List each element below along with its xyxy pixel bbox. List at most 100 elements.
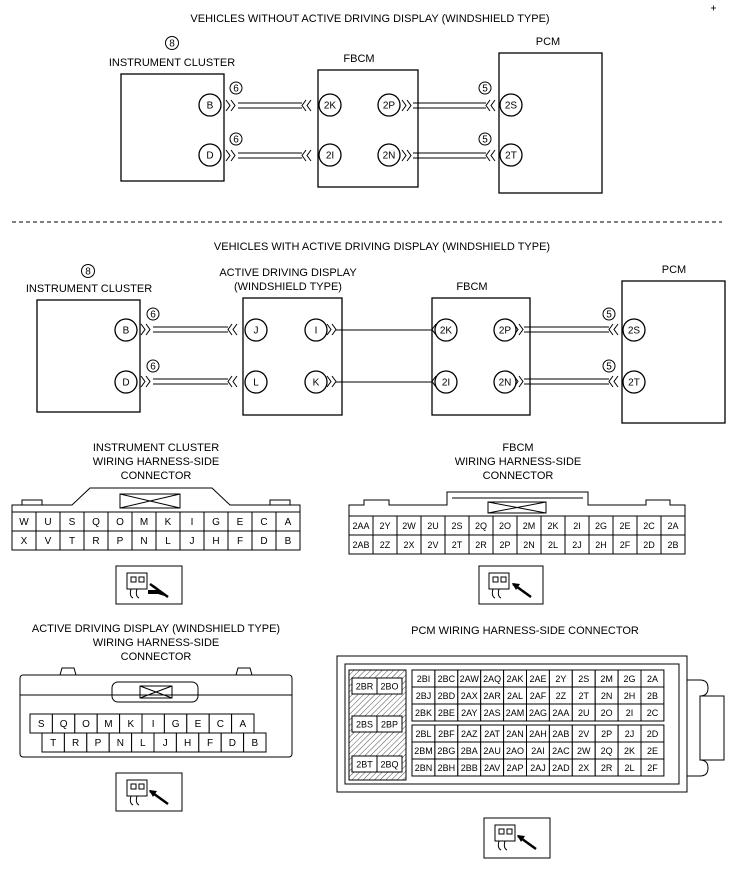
pin-cell: X — [21, 536, 28, 547]
pin-cell: I — [191, 517, 194, 528]
s1-mark-right-3 — [225, 149, 236, 162]
pin-cell: 2AW — [460, 674, 480, 684]
pin-cell: 2AH — [529, 729, 547, 739]
pin-cell: S — [38, 719, 45, 730]
pin-cell: 2BM — [414, 746, 433, 756]
pin-cell: 2R — [475, 540, 487, 550]
svg-text:6: 6 — [233, 84, 239, 95]
svg-text:6: 6 — [233, 135, 239, 146]
pin-cell: K — [127, 719, 134, 730]
pin-cell: 2AV — [484, 763, 500, 773]
pin-cell: 2F — [647, 763, 658, 773]
pin-cell: 2W — [402, 521, 416, 531]
svg-text:2I: 2I — [326, 151, 334, 162]
pin-cell: 2BB — [461, 763, 478, 773]
s1-pin-fbcm-out-top: 2P — [377, 93, 401, 117]
pin-cell: 2AD — [552, 763, 570, 773]
section2-fbcm-box — [431, 297, 531, 416]
ic-connector-view-icon — [115, 565, 183, 605]
pin-cell: P — [95, 738, 102, 749]
add-connector-title-2: WIRING HARNESS-SIDE — [93, 637, 220, 649]
svg-text:2K: 2K — [324, 101, 337, 112]
pin-cell: 2AB — [352, 540, 369, 550]
pin-cell: 2P — [601, 729, 612, 739]
fbcm-connector-title-2: WIRING HARNESS-SIDE — [455, 456, 582, 468]
section1-cluster-label: INSTRUMENT CLUSTER — [109, 57, 235, 69]
pin-cell: 2D — [643, 540, 655, 550]
s1-ref-5-bottom: 5 — [478, 132, 492, 146]
pin-cell: 2E — [647, 746, 658, 756]
add-connector-title-3: CONNECTOR — [121, 651, 192, 663]
section1-pcm-label: PCM — [536, 36, 560, 48]
svg-text:D: D — [122, 378, 129, 389]
pin-cell: 2AN — [506, 729, 524, 739]
s2-mark-left-4 — [227, 375, 238, 388]
section2-cluster-label: INSTRUMENT CLUSTER — [26, 283, 152, 295]
ic-connector-body — [11, 487, 301, 512]
s2-pin-pcm-top: 2S — [622, 318, 646, 342]
pin-cell: 2M — [523, 521, 536, 531]
pin-cell: 2B — [647, 691, 658, 701]
pin-cell: 2X — [403, 540, 414, 550]
svg-text:D: D — [206, 151, 213, 162]
pin-cell: B — [251, 738, 258, 749]
svg-text:K: K — [313, 378, 320, 389]
s2-mark-right-2 — [326, 323, 337, 336]
pin-cell: D — [229, 738, 236, 749]
svg-text:5: 5 — [482, 84, 488, 95]
pin-cell: 2V — [578, 729, 589, 739]
s2-pin-pcm-bottom: 2T — [622, 370, 646, 394]
pin-cell: D — [260, 536, 267, 547]
s1-mark-left-1 — [301, 99, 312, 112]
pin-cell: 2P — [499, 540, 510, 550]
pin-cell: 2H — [595, 540, 607, 550]
pin-cell: 2U — [578, 708, 590, 718]
pin-cell: 2AG — [529, 708, 547, 718]
pin-cell: 2I — [626, 708, 634, 718]
s1-mark-right-2 — [401, 99, 412, 112]
pin-cell: I — [152, 719, 155, 730]
ic-connector-title-3: CONNECTOR — [121, 470, 192, 482]
s1-pin-pcm-top: 2S — [499, 93, 523, 117]
pin-cell: 2AJ — [530, 763, 546, 773]
pin-cell: 2BT — [356, 760, 373, 770]
s2-mark-right-1 — [140, 323, 151, 336]
svg-text:L: L — [253, 378, 259, 389]
section1-title: VEHICLES WITHOUT ACTIVE DRIVING DISPLAY … — [190, 13, 549, 25]
pin-cell: F — [237, 536, 243, 547]
pin-cell: 2O — [601, 708, 613, 718]
pin-cell: 2J — [625, 729, 635, 739]
pin-cell: 2G — [624, 674, 636, 684]
svg-text:B: B — [123, 326, 130, 337]
section2-fbcm-label: FBCM — [456, 281, 487, 293]
pin-cell: 2N — [523, 540, 535, 550]
pin-cell: 2L — [625, 763, 635, 773]
svg-text:2P: 2P — [383, 101, 396, 112]
pin-cell: J — [163, 738, 168, 749]
s2-pin-cluster-top: B — [114, 318, 138, 342]
section2-cluster-ref: 8 — [81, 264, 95, 278]
pin-cell: 2AA — [352, 521, 369, 531]
section1-fbcm-box — [317, 69, 419, 188]
s1-mark-left-2 — [485, 99, 496, 112]
pin-cell: 2AY — [461, 708, 477, 718]
svg-text:8: 8 — [85, 267, 91, 278]
svg-text:5: 5 — [606, 310, 612, 321]
s1-pin-fbcm-in-bottom: 2I — [318, 143, 342, 167]
pin-cell: K — [165, 517, 172, 528]
fbcm-connector-view-icon — [478, 565, 544, 605]
pin-cell: O — [82, 719, 90, 730]
s1-mark-left-4 — [485, 149, 496, 162]
pin-cell: 2BI — [417, 674, 431, 684]
s1-ref-6-top: 6 — [229, 81, 243, 95]
pin-cell: 2AE — [529, 674, 546, 684]
section2-add-box — [242, 297, 343, 416]
pin-cell: P — [117, 536, 124, 547]
svg-text:2S: 2S — [628, 326, 641, 337]
section2-add-label-1: ACTIVE DRIVING DISPLAY — [219, 267, 357, 279]
pin-cell: G — [172, 719, 180, 730]
